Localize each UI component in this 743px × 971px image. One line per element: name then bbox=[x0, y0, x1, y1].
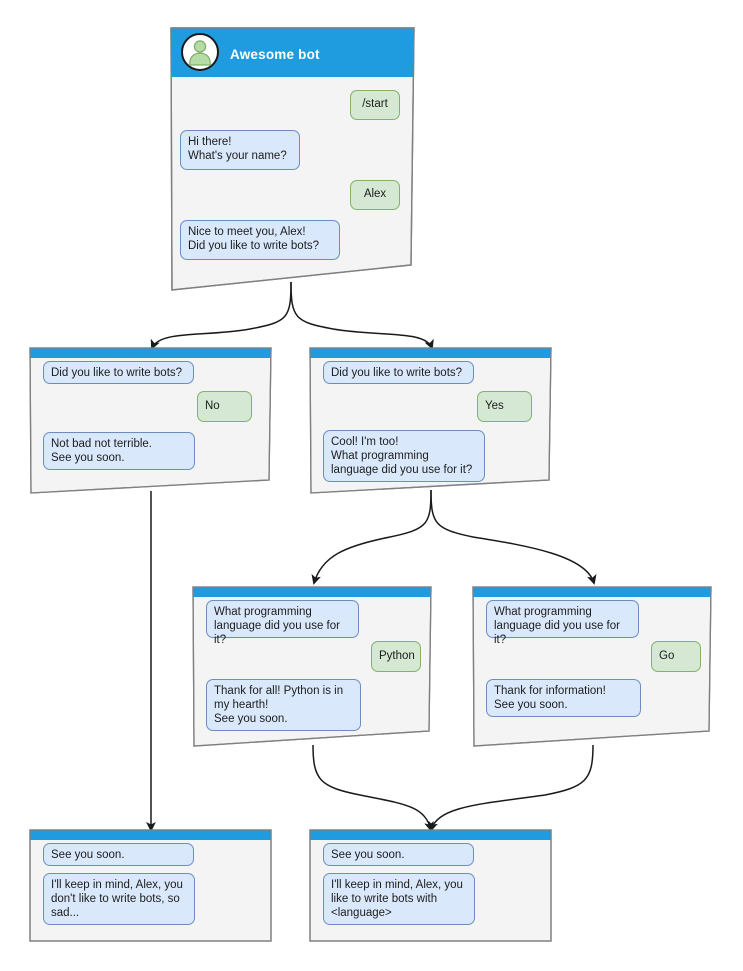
card-yes-branch-content: Did you like to write bots? Yes Cool! I'… bbox=[309, 347, 552, 495]
card-python-branch[interactable]: What programming language did you use fo… bbox=[192, 586, 432, 748]
message-bubble-bot[interactable]: Did you like to write bots? bbox=[323, 361, 474, 384]
card-python-branch-content: What programming language did you use fo… bbox=[192, 586, 432, 748]
message-bubble-user[interactable]: No bbox=[197, 391, 252, 422]
message-bubble-bot[interactable]: Did you like to write bots? bbox=[43, 361, 194, 384]
card-end-happy[interactable]: See you soon. I'll keep in mind, Alex, y… bbox=[309, 829, 552, 942]
edge-yes-to-go bbox=[430, 489, 594, 583]
message-bubble-bot[interactable]: Nice to meet you, Alex! Did you like to … bbox=[180, 220, 340, 260]
message-bubble-user[interactable]: Python bbox=[371, 641, 421, 672]
edge-python-to-end-happy bbox=[312, 744, 431, 830]
edge-go-to-end-happy bbox=[431, 744, 594, 830]
card-go-branch-content: What programming language did you use fo… bbox=[472, 586, 712, 748]
card-root[interactable]: Awesome bot /start Hi there! What's your… bbox=[170, 27, 415, 292]
message-bubble-bot[interactable]: Hi there! What's your name? bbox=[180, 130, 300, 170]
message-bubble-bot[interactable]: What programming language did you use fo… bbox=[486, 600, 639, 646]
user-avatar-icon bbox=[181, 33, 219, 71]
message-bubble-bot[interactable]: See you soon. bbox=[323, 843, 474, 866]
message-bubble-bot[interactable]: I'll keep in mind, Alex, you don't like … bbox=[43, 873, 195, 925]
message-bubble-user[interactable]: Yes bbox=[477, 391, 532, 422]
message-bubble-bot[interactable]: Thank for information! See you soon. bbox=[486, 679, 641, 717]
message-bubble-user[interactable]: Go bbox=[651, 641, 701, 672]
message-bubble-bot[interactable]: What programming language did you use fo… bbox=[206, 600, 359, 646]
bot-name-title: Awesome bot bbox=[230, 47, 320, 62]
card-end-sad-content: See you soon. I'll keep in mind, Alex, y… bbox=[29, 829, 272, 942]
card-no-branch[interactable]: Did you like to write bots? No Not bad n… bbox=[29, 347, 272, 495]
card-go-branch[interactable]: What programming language did you use fo… bbox=[472, 586, 712, 748]
message-bubble-user[interactable]: Alex bbox=[350, 180, 400, 210]
card-no-branch-content: Did you like to write bots? No Not bad n… bbox=[29, 347, 272, 495]
message-bubble-bot[interactable]: See you soon. bbox=[43, 843, 194, 866]
card-yes-branch[interactable]: Did you like to write bots? Yes Cool! I'… bbox=[309, 347, 552, 495]
message-bubble-bot[interactable]: Cool! I'm too! What programming language… bbox=[323, 430, 485, 482]
card-end-sad[interactable]: See you soon. I'll keep in mind, Alex, y… bbox=[29, 829, 272, 942]
card-end-happy-content: See you soon. I'll keep in mind, Alex, y… bbox=[309, 829, 552, 942]
edge-yes-to-python bbox=[314, 489, 432, 583]
message-bubble-user[interactable]: /start bbox=[350, 90, 400, 120]
message-bubble-bot[interactable]: I'll keep in mind, Alex, you like to wri… bbox=[323, 873, 475, 925]
message-bubble-bot[interactable]: Thank for all! Python is in my hearth! S… bbox=[206, 679, 361, 731]
message-bubble-bot[interactable]: Not bad not terrible. See you soon. bbox=[43, 432, 195, 470]
card-root-content: Awesome bot /start Hi there! What's your… bbox=[170, 27, 415, 292]
